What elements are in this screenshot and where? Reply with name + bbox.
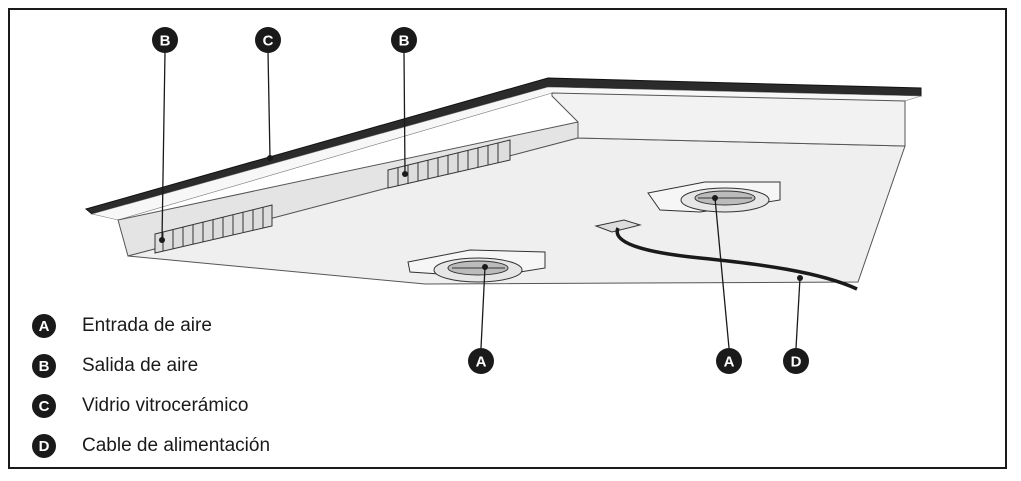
- housing-right-face: [551, 92, 906, 147]
- legend-badge: C: [32, 394, 56, 418]
- callout-d: D: [783, 348, 809, 374]
- legend-badge: A: [32, 314, 56, 338]
- power-cable: [615, 227, 858, 291]
- legend-item-d: D Cable de alimentación: [32, 426, 270, 466]
- svg-text:A: A: [476, 354, 487, 371]
- legend: A Entrada de aire B Salida de aire C Vid…: [32, 306, 270, 466]
- legend-item-b: B Salida de aire: [32, 346, 270, 386]
- legend-label: Vidrio vitrocerámico: [82, 395, 249, 416]
- callout-b-right: B: [391, 27, 417, 53]
- svg-text:B: B: [160, 33, 171, 50]
- legend-item-a: A Entrada de aire: [32, 306, 270, 346]
- legend-badge: B: [32, 354, 56, 378]
- svg-text:D: D: [791, 354, 802, 371]
- svg-text:A: A: [724, 354, 735, 371]
- legend-badge: D: [32, 434, 56, 458]
- legend-item-c: C Vidrio vitrocerámico: [32, 386, 270, 426]
- legend-label: Salida de aire: [82, 355, 199, 376]
- cable-plate: [594, 219, 642, 233]
- air-outlet-vent-left: [154, 204, 273, 254]
- svg-text:C: C: [263, 33, 274, 50]
- legend-label: Entrada de aire: [82, 315, 212, 336]
- leader-dots: [159, 155, 803, 281]
- leader-lines: [161, 51, 801, 349]
- callout-a-left: A: [468, 348, 494, 374]
- callout-b-left: B: [152, 27, 178, 53]
- svg-text:B: B: [399, 33, 410, 50]
- air-inlet-fan-left: [407, 249, 546, 283]
- callout-c: C: [255, 27, 281, 53]
- air-outlet-vent-right: [387, 139, 511, 189]
- legend-label: Cable de alimentación: [82, 435, 271, 456]
- callout-a-right: A: [716, 348, 742, 374]
